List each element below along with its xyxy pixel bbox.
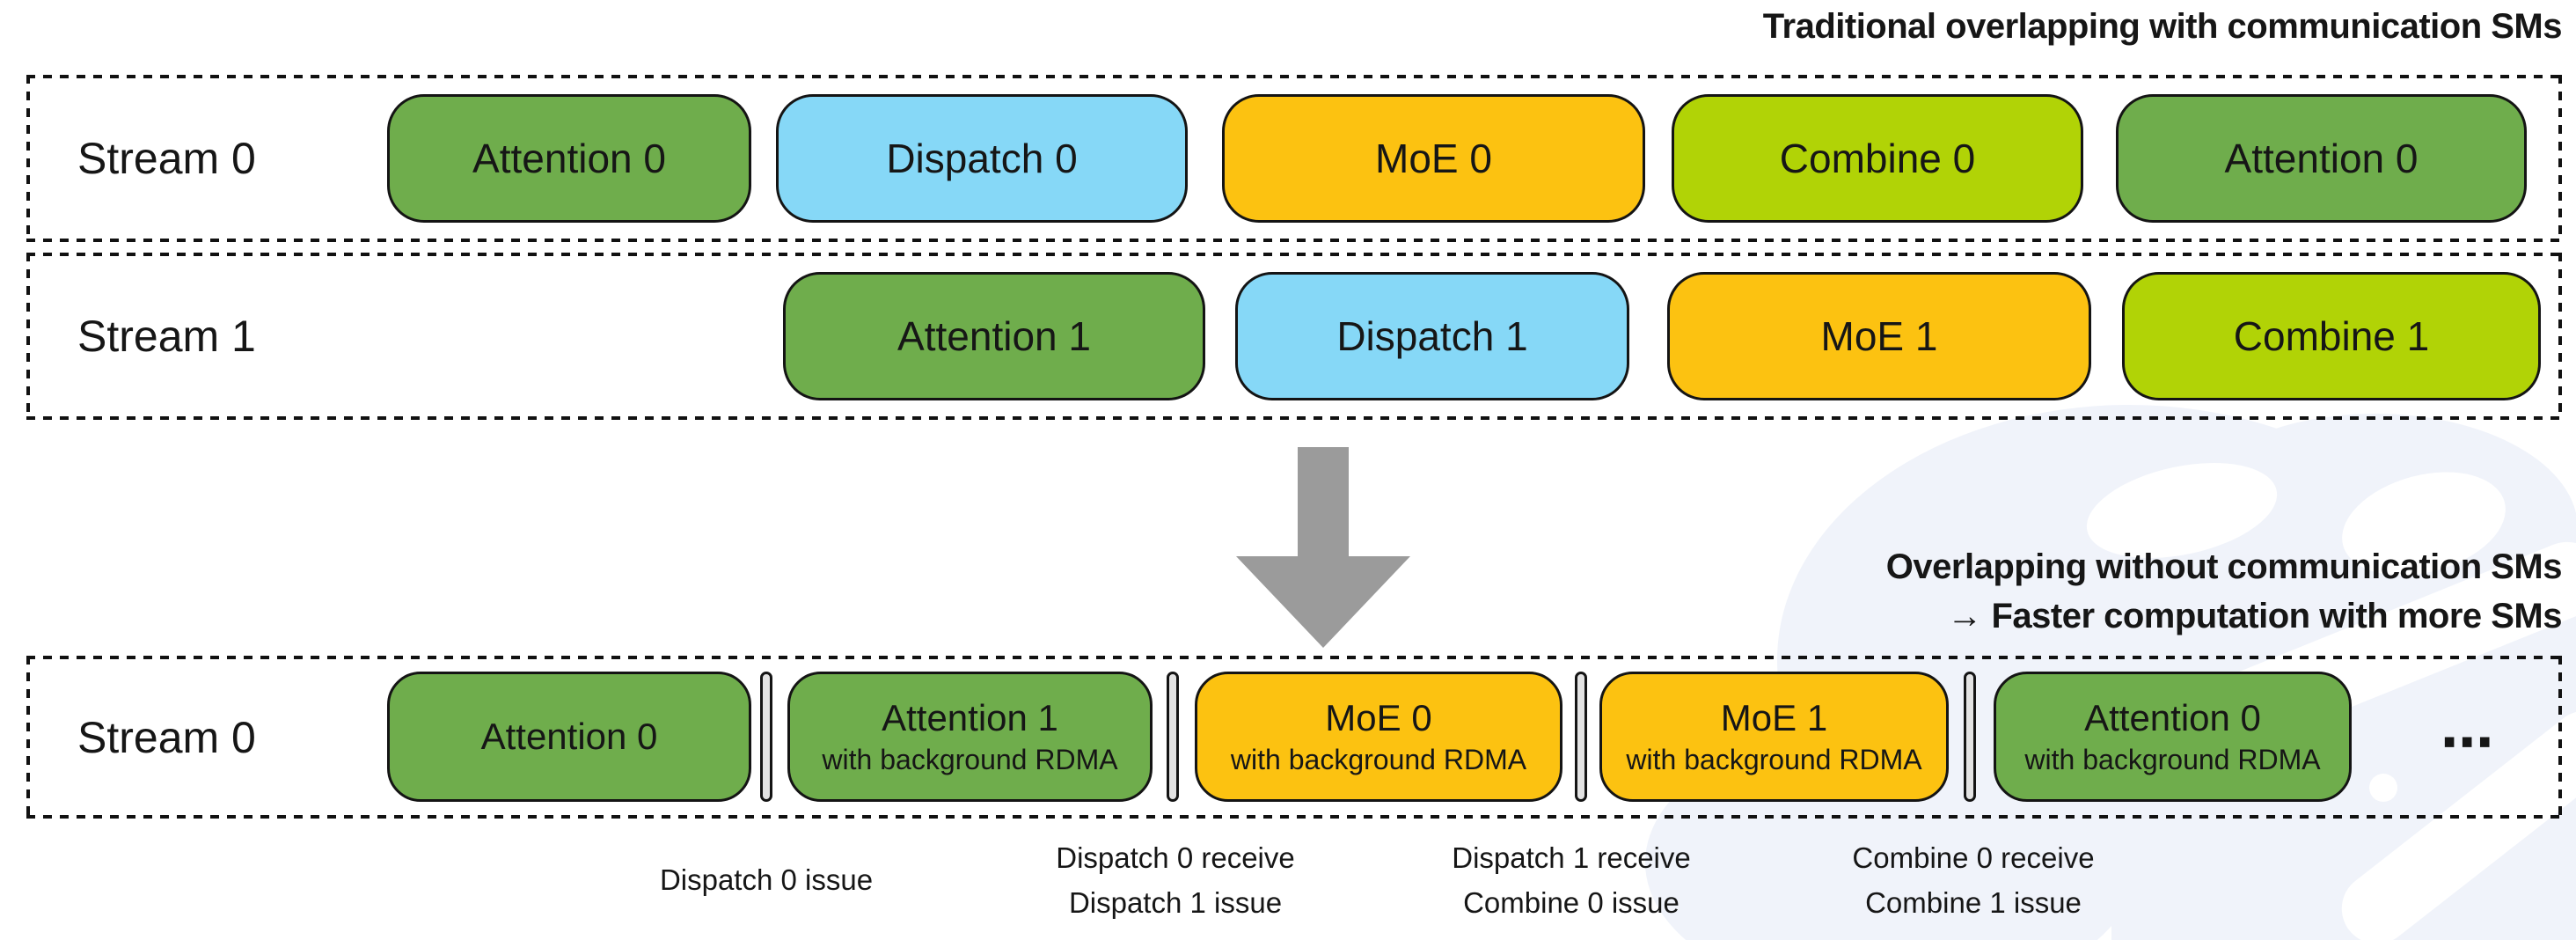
annotation-line: Dispatch 0 receive [1056, 841, 1295, 874]
stream-label: Stream 0 [77, 712, 256, 762]
block-sublabel: with background RDMA [1230, 744, 1527, 775]
block-label: MoE 1 [1720, 697, 1828, 738]
block-sublabel: with background RDMA [2024, 744, 2321, 775]
block-attention-0: Attention 0 with background RDMA [1994, 672, 2352, 802]
stream-row-0: Stream 0 Attention 0 Dispatch 0 MoE 0 Combin… [26, 75, 2562, 242]
annotation-line: Dispatch 1 receive [1452, 841, 1691, 874]
block-label: Combine 0 [1779, 136, 1976, 181]
stream-row-2: Stream 0 Attention 0 Attention 1 with backg… [26, 656, 2562, 819]
annotation-line: Combine 0 receive [1852, 841, 2095, 874]
block-label: MoE 0 [1375, 136, 1492, 181]
down-arrow-head [1236, 556, 1410, 648]
block-attention-1: Attention 1 [783, 272, 1205, 400]
stream-row-1: Stream 1 Attention 1 Dispatch 1 MoE 1 Combin… [26, 253, 2562, 420]
block-label: MoE 1 [1820, 313, 1938, 359]
divider-bar [1167, 672, 1179, 802]
block-label: Combine 1 [2233, 313, 2430, 359]
stream-label: Stream 0 [77, 134, 256, 183]
title-optimized: Overlapping without communication SMs → … [1885, 542, 2563, 641]
block-attention-1: Attention 1 with background RDMA [787, 672, 1153, 802]
block-label: Dispatch 1 [1336, 313, 1528, 359]
block-sublabel: with background RDMA [1626, 744, 1922, 775]
title-optimized-line1: Overlapping without communication SMs [1885, 547, 2563, 586]
annotation-line: Dispatch 1 issue [1068, 886, 1283, 919]
divider-bar [760, 672, 772, 802]
block-label: Attention 1 [897, 313, 1091, 359]
block-dispatch-1: Dispatch 1 [1235, 272, 1629, 400]
divider-bar [1575, 672, 1587, 802]
block-label: Attention 0 [2084, 697, 2261, 738]
ellipsis-more: ⋯ [2441, 712, 2497, 772]
title-optimized-line2: → Faster computation with more SMs [1947, 597, 2562, 635]
block-moe-0: MoE 0 [1222, 94, 1645, 223]
block-label: Dispatch 0 [886, 136, 1078, 181]
block-moe-0: MoE 0 with background RDMA [1195, 672, 1562, 802]
annotation-line: Combine 1 issue [1865, 886, 2082, 919]
block-combine-1: Combine 1 [2122, 272, 2541, 400]
divider-bar [1964, 672, 1976, 802]
block-attention-0: Attention 0 [387, 94, 751, 223]
block-combine-0: Combine 0 [1672, 94, 2083, 223]
block-label: MoE 0 [1325, 697, 1432, 738]
block-label: Attention 0 [2224, 136, 2419, 181]
block-sublabel: with background RDMA [822, 744, 1118, 775]
stream-label: Stream 1 [77, 312, 256, 361]
block-label: Attention 1 [882, 697, 1058, 738]
annotation-0: Dispatch 0 issue [660, 834, 873, 926]
block-attention-0: Attention 0 [387, 672, 751, 802]
title-traditional: Traditional overlapping with communicati… [1762, 7, 2563, 46]
annotation-line: Dispatch 0 issue [659, 863, 874, 897]
block-moe-1: MoE 1 with background RDMA [1599, 672, 1949, 802]
annotation-line: Combine 0 issue [1463, 886, 1680, 919]
block-label: Attention 0 [480, 716, 658, 757]
down-arrow-stem [1298, 447, 1349, 558]
block-attention-0: Attention 0 [2116, 94, 2527, 223]
block-moe-1: MoE 1 [1667, 272, 2091, 400]
block-label: Attention 0 [472, 136, 666, 181]
block-dispatch-0: Dispatch 0 [776, 94, 1188, 223]
